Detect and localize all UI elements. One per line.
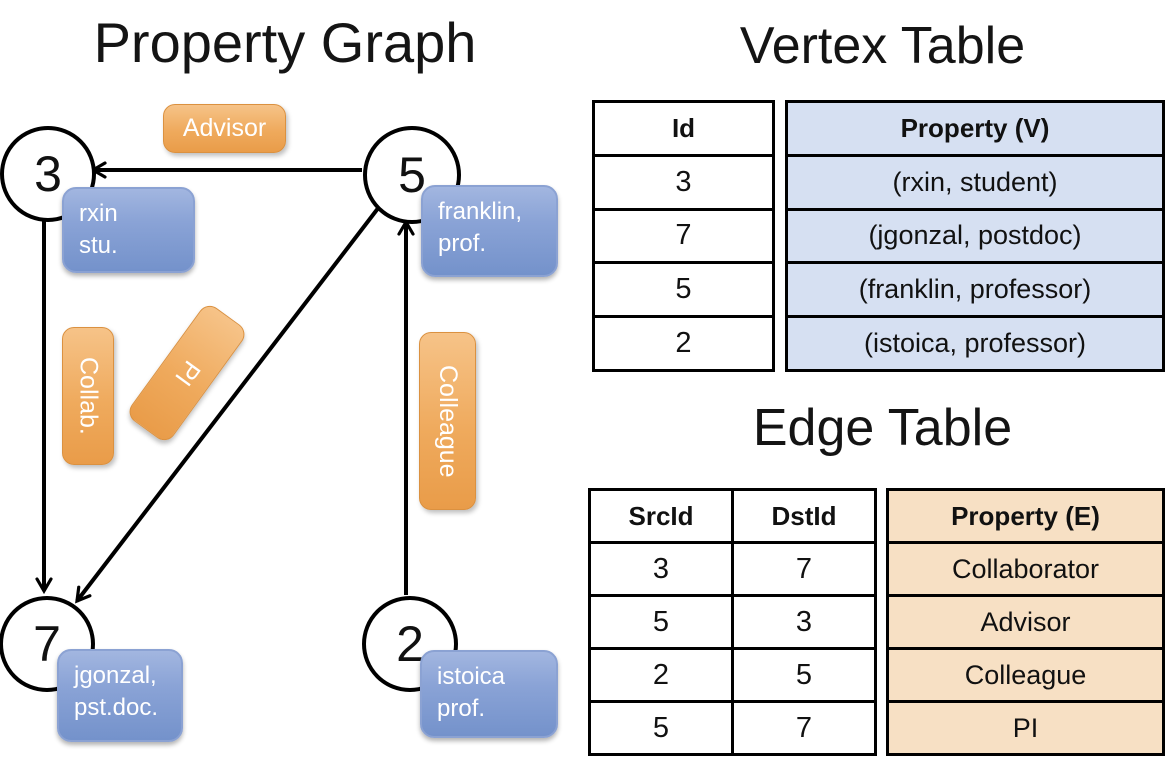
vertex-label-rxin: rxin stu.: [62, 187, 195, 273]
vertex-node-2-id: 2: [396, 616, 424, 672]
vertex-table-id-header: Id: [671, 112, 696, 143]
edge-table-id-header-row: SrcId DstId: [591, 491, 874, 541]
vertex-label-istoica-line2: prof.: [437, 694, 486, 722]
edge-table-property-column: Property (E) Collaborator Advisor Collea…: [886, 488, 1165, 756]
edge-table-title: Edge Table: [752, 399, 1013, 457]
edge-table-id-row: 5 3: [591, 594, 874, 647]
vertex-table-id-cell: 2: [595, 315, 772, 369]
edge-table-property-cell: Colleague: [889, 647, 1162, 700]
edge-table-srcid-cell: 5: [591, 703, 734, 753]
vertex-label-jgonzal-line1: jgonzal,: [74, 662, 157, 689]
vertex-table-id-cell: 3: [595, 153, 772, 208]
vertex-table-property-header: Property (V): [788, 103, 1162, 154]
vertex-table-title: Vertex Table: [739, 17, 1026, 75]
vertex-table-id-cell: 5: [595, 261, 772, 315]
vertex-node-3-id: 3: [34, 146, 62, 202]
edge-table-dstid-header: DstId: [771, 500, 837, 531]
property-graph-title: Property Graph: [93, 11, 477, 74]
edge-pi-line: [75, 205, 381, 604]
vertex-label-istoica-line1: istoica: [437, 663, 506, 690]
vertex-label-jgonzal-line2: pst.doc.: [74, 693, 159, 721]
vertex-label-istoica: istoica prof.: [420, 650, 558, 738]
edge-table-id-row: 3 7: [591, 541, 874, 594]
edge-label-colleague: Colleague: [419, 332, 476, 510]
vertex-label-franklin-line1: franklin,: [438, 198, 523, 225]
vertex-table-property-column: Property (V) (rxin, student) (jgonzal, p…: [785, 100, 1165, 372]
edge-table-srcid-header: SrcId: [591, 491, 734, 541]
edge-table-dstid-cell: 3: [795, 605, 813, 638]
edge-label-collab: Collab.: [62, 327, 114, 465]
vertex-table-id-column: Id 3 7 5 2: [592, 100, 775, 372]
edge-table-id-row: 5 7: [591, 700, 874, 753]
vertex-node-2: 2: [362, 596, 458, 692]
edge-label-advisor-text: Advisor: [182, 114, 267, 142]
vertex-table-property-cell: (rxin, student): [788, 153, 1162, 208]
edge-table-property-cell: Advisor: [889, 594, 1162, 647]
vertex-table-property-cell: (jgonzal, postdoc): [788, 207, 1162, 262]
vertex-label-rxin-line2: stu.: [79, 231, 118, 259]
edge-table-srcid-cell: 2: [591, 650, 734, 700]
vertex-label-franklin-line2: prof.: [438, 229, 487, 257]
vertex-label-rxin-line1: rxin: [79, 200, 118, 227]
edge-table-property-header: Property (E): [889, 491, 1162, 541]
edge-table-src-dst-columns: SrcId DstId 3 7 5 3 2 5 5 7: [588, 488, 877, 756]
vertex-label-jgonzal: jgonzal, pst.doc.: [57, 649, 183, 742]
edge-label-advisor: Advisor: [163, 104, 286, 153]
edge-table-property-cell: PI: [889, 700, 1162, 753]
vertex-label-franklin: franklin, prof.: [421, 185, 558, 277]
graph-edges-layer: [35, 161, 415, 604]
vertex-table-id-cell: 7: [595, 207, 772, 262]
edge-table-dstid-cell: 5: [795, 658, 813, 691]
edge-table-dstid-cell: 7: [795, 711, 813, 744]
vertex-table-property-cell: (istoica, professor): [788, 315, 1162, 369]
vertex-table-property-cell: (franklin, professor): [788, 261, 1162, 316]
edge-label-colleague-text: Colleague: [434, 364, 462, 478]
edge-label-collab-text: Collab.: [74, 357, 103, 435]
edge-label-pi-text: PI: [169, 355, 206, 392]
edge-table-srcid-cell: 5: [591, 597, 734, 647]
edge-table-dstid-cell: 7: [795, 552, 813, 585]
vertex-node-7-id: 7: [33, 616, 61, 672]
edge-table-id-row: 2 5: [591, 647, 874, 700]
edge-table-srcid-cell: 3: [591, 544, 734, 594]
edge-table-property-cell: Collaborator: [889, 541, 1162, 594]
